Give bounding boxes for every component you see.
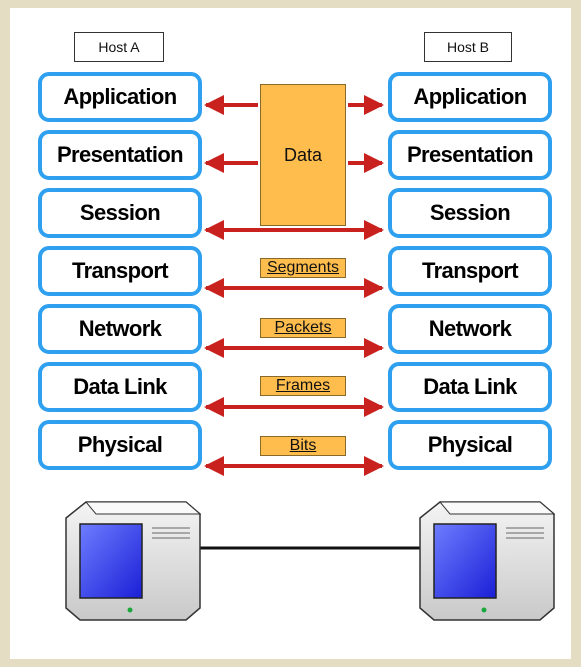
- host-b-computer-icon: [419, 501, 556, 621]
- host-b-label: Host B: [424, 32, 512, 62]
- pdu-bits: Bits: [260, 436, 346, 456]
- host-a-layer-transport: Transport: [38, 246, 202, 296]
- host-b-layer-application: Application: [388, 72, 552, 122]
- host-a-layer-data-link: Data Link: [38, 362, 202, 412]
- pdu-frames: Frames: [260, 376, 346, 396]
- host-a-layer-network: Network: [38, 304, 202, 354]
- host-a-label: Host A: [74, 32, 164, 62]
- host-a-stack: Application Presentation Session Transpo…: [38, 72, 202, 470]
- host-a-layer-session: Session: [38, 188, 202, 238]
- host-b-layer-data-link: Data Link: [388, 362, 552, 412]
- host-b-layer-session: Session: [388, 188, 552, 238]
- host-b-stack: Application Presentation Session Transpo…: [388, 72, 552, 470]
- host-b-layer-network: Network: [388, 304, 552, 354]
- pdu-segments: Segments: [260, 258, 346, 278]
- data-unit-box: Data: [260, 84, 346, 226]
- host-b-layer-physical: Physical: [388, 420, 552, 470]
- diagram-frame: Host A Host B Application Presentation S…: [10, 8, 571, 659]
- diagram-graphics: [65, 95, 556, 621]
- host-a-layer-physical: Physical: [38, 420, 202, 470]
- host-a-layer-presentation: Presentation: [38, 130, 202, 180]
- pdu-packets: Packets: [260, 318, 346, 338]
- host-b-layer-presentation: Presentation: [388, 130, 552, 180]
- host-a-computer-icon: [65, 501, 202, 621]
- data-unit-label: Data: [283, 145, 323, 165]
- host-b-layer-transport: Transport: [388, 246, 552, 296]
- host-a-layer-application: Application: [38, 72, 202, 122]
